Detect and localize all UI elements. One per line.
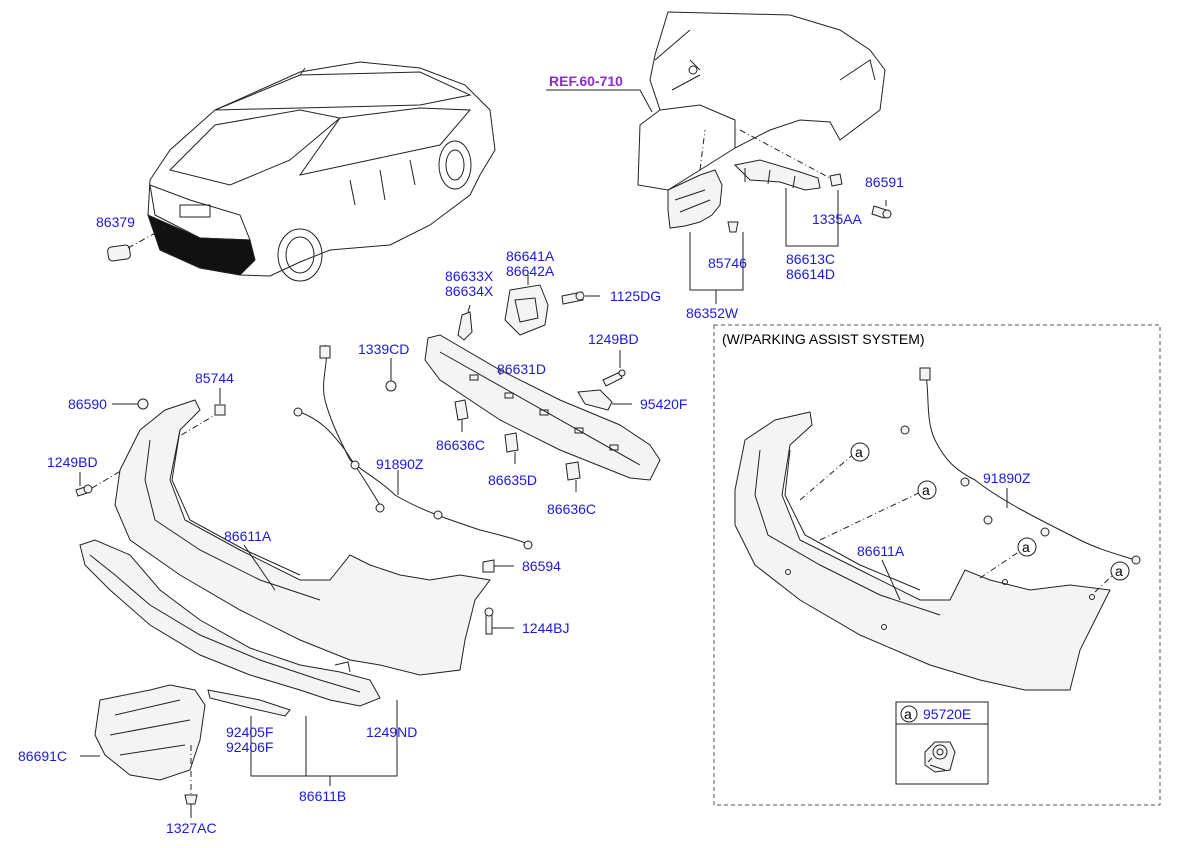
label-86594: 86594: [522, 558, 561, 574]
label-1249BD-top: 1249BD: [588, 331, 639, 347]
label-85746: 85746: [708, 255, 747, 271]
marker-a-1: a: [850, 442, 870, 462]
label-86379: 86379: [96, 214, 135, 230]
part-86636C-b: 86636C: [547, 461, 596, 517]
label-91890Z: 91890Z: [376, 456, 424, 472]
label-86614D: 86614D: [786, 266, 835, 282]
label-1125DG: 1125DG: [610, 288, 661, 304]
label-1335AA: 1335AA: [812, 211, 862, 227]
label-86611B: 86611B: [299, 788, 346, 804]
label-86352W: 86352W: [686, 305, 739, 321]
part-85744-clip: 85744: [195, 370, 234, 416]
part-86611A-bumper: 86611A: [114, 399, 491, 676]
part-1249BD-top-bolt: 1249BD: [588, 331, 639, 387]
label-1249BD-left: 1249BD: [47, 454, 98, 470]
legend-marker: a: [904, 706, 912, 722]
label-1244BJ: 1244BJ: [522, 620, 569, 636]
part-86611B-diffuser: [79, 539, 381, 717]
svg-text:a: a: [855, 444, 863, 460]
label-86591: 86591: [865, 174, 904, 190]
label-92406F: 92406F: [226, 739, 273, 755]
sensor-95720E: [924, 741, 956, 773]
label-1249ND: 1249ND: [366, 724, 417, 740]
label-86642A: 86642A: [506, 263, 555, 279]
svg-text:a: a: [922, 482, 930, 498]
label-ref-60-710: REF.60-710: [549, 73, 623, 89]
label-92405F: 92405F: [226, 724, 273, 740]
part-1327AC-nut: 1327AC: [166, 745, 217, 836]
part-1339CD-nut: 1339CD: [358, 341, 409, 392]
label-1327AC: 1327AC: [166, 820, 217, 836]
part-86379-reflector: 86379: [96, 214, 171, 262]
label-85744: 85744: [195, 370, 234, 386]
part-86591-bolt: 86591: [865, 174, 904, 219]
label-86590: 86590: [68, 396, 107, 412]
inset-title: (W/PARKING ASSIST SYSTEM): [722, 331, 925, 347]
part-86636C-a: 86636C: [436, 399, 485, 453]
part-1244BJ-bolt: 1244BJ: [484, 607, 569, 636]
part-86631D-beam: 86631D: [424, 334, 661, 481]
label-86641A: 86641A: [506, 248, 555, 264]
label-86633X: 86633X: [445, 268, 494, 284]
part-86613C-bracket: [733, 129, 843, 191]
marker-a-2: a: [917, 480, 937, 500]
label-86611A: 86611A: [224, 528, 272, 544]
label-86613C: 86613C: [786, 251, 835, 267]
quarter-panel-ref: REF.60-710: [546, 11, 886, 191]
label-86635D: 86635D: [488, 472, 537, 488]
inset-label-91890Z: 91890Z: [983, 470, 1031, 486]
leader-86611B: [250, 700, 398, 777]
part-86635D: 86635D: [488, 432, 537, 488]
part-91890Z-harness: 91890Z: [293, 344, 533, 550]
label-86631D: 86631D: [497, 361, 546, 377]
part-86633X-bracket: 86633X 86634X: [445, 268, 494, 341]
label-86636C-b: 86636C: [547, 501, 596, 517]
part-86691C-cover: 86691C: [18, 684, 206, 781]
inset-label-86611A: 86611A: [857, 543, 905, 559]
part-85746-clip: 85746: [708, 221, 747, 271]
label-95420F: 95420F: [640, 396, 687, 412]
part-86594-clip: 86594: [482, 558, 561, 574]
inset-parking-assist: (W/PARKING ASSIST SYSTEM) 91890Z 86611A …: [713, 324, 1161, 806]
part-1249BD-left-bolt: 1249BD: [47, 414, 216, 497]
label-1339CD: 1339CD: [358, 341, 409, 357]
part-86641A-bracket: 86641A 86642A: [504, 248, 555, 336]
part-95420F-bracket: 95420F: [577, 389, 687, 412]
legend-part-95720E: 95720E: [923, 706, 971, 722]
car-illustration: [147, 61, 496, 282]
marker-a-4: a: [1110, 561, 1130, 581]
label-86691C: 86691C: [18, 748, 67, 764]
leader-86613C: [785, 188, 839, 247]
part-86590-clip: 86590: [68, 396, 149, 412]
part-1125DG-bolt: 1125DG: [561, 288, 661, 305]
svg-text:a: a: [1115, 563, 1123, 579]
svg-text:a: a: [1022, 539, 1030, 555]
part-86352W-bracket: [667, 129, 723, 229]
label-86636C-a: 86636C: [436, 437, 485, 453]
marker-a-3: a: [1017, 537, 1037, 557]
label-86634X: 86634X: [445, 283, 494, 299]
leader-86611B-stem: [305, 716, 331, 786]
